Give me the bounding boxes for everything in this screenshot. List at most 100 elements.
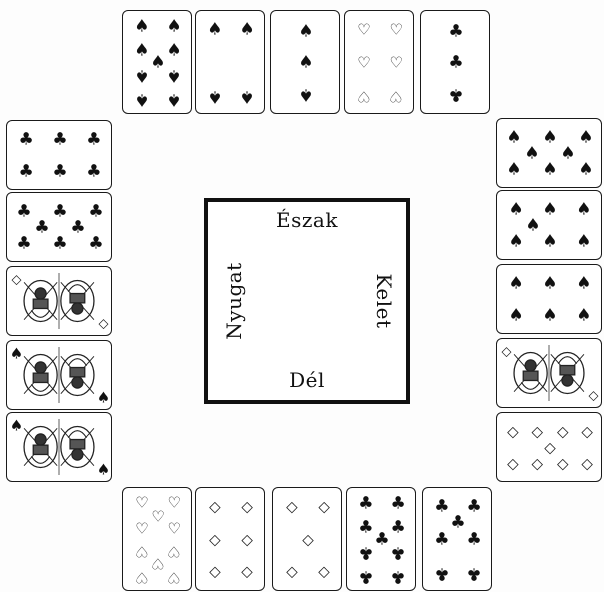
clubs-icon: ♣ [358,544,373,561]
spades-icon: ♠ [298,55,313,72]
spades-icon: ♠ [576,275,591,292]
diamonds-icon: ◇ [12,273,22,286]
diamonds-icon: ◇ [241,499,253,514]
west-card-3[interactable]: ◇◇ [6,266,112,336]
clubs-icon: ♣ [390,544,405,561]
diamonds-icon: ◇ [286,499,298,514]
clubs-icon: ♣ [390,519,405,536]
clubs-icon: ♣ [86,164,101,181]
clubs-icon: ♣ [448,86,463,103]
diamonds-icon: ◇ [209,533,221,548]
court-card-figure [13,419,105,475]
spades-icon: ♠ [150,55,165,72]
south-card-1[interactable]: ♡♡♡♡♡♡♡♡♡♡ [122,487,192,591]
north-card-4[interactable]: ♡♡♡♡♡♡ [344,10,414,114]
hearts-icon: ♡ [389,56,402,71]
south-card-4[interactable]: ♣♣♣♣♣♣♣♣♣ [346,487,416,591]
spades-icon: ♠ [508,201,523,218]
diamonds-icon: ◇ [286,566,298,581]
west-card-1[interactable]: ♣♣♣♣♣♣ [6,120,112,190]
clubs-icon: ♣ [374,532,389,549]
spades-icon: ♠ [506,162,521,179]
diamonds-icon: ◇ [507,424,519,439]
spades-icon: ♠ [506,129,521,146]
spades-icon: ♠ [97,391,110,406]
clubs-icon: ♣ [466,498,481,515]
diamonds-icon: ◇ [507,457,519,472]
direction-north-label: Észak [208,208,406,232]
north-card-1[interactable]: ♠♠♠♠♠♠♠♠♠ [122,10,192,114]
spades-icon: ♠ [576,308,591,325]
east-card-3[interactable]: ♠♠♠♠♠♠ [496,264,602,334]
diamonds-icon: ◇ [581,457,593,472]
south-card-3[interactable]: ◇◇◇◇◇ [272,487,342,591]
clubs-icon: ♣ [390,568,405,585]
diamonds-icon: ◇ [241,566,253,581]
clubs-icon: ♣ [16,236,31,253]
spades-icon: ♠ [10,346,23,361]
diamonds-icon: ◇ [581,424,593,439]
diamonds-icon: ◇ [98,318,108,331]
spades-icon: ♠ [298,23,313,40]
north-card-3[interactable]: ♠ ♠ ♠ [270,10,340,114]
spades-icon: ♠ [542,201,557,218]
spades-icon: ♠ [542,275,557,292]
hearts-icon: ♡ [167,570,180,585]
spades-icon: ♠ [578,129,593,146]
hearts-icon: ♡ [389,89,402,104]
hearts-icon: ♡ [357,89,370,104]
spades-icon: ♠ [542,234,557,251]
spades-icon: ♠ [97,463,110,478]
hearts-icon: ♡ [151,555,164,570]
spades-icon: ♠ [542,129,557,146]
court-card-figure [13,273,105,329]
west-card-5[interactable]: ♠♠ [6,412,112,482]
spades-icon: ♠ [542,162,557,179]
diamonds-icon: ◇ [302,533,314,548]
east-card-2[interactable]: ♠♠♠♠♠♠♠ [496,190,602,260]
north-card-2[interactable]: ♠♠♠♠ [195,10,265,114]
spades-icon: ♠ [134,67,149,84]
east-card-5[interactable]: ◇◇◇◇◇◇◇◇◇ [496,412,602,482]
hearts-icon: ♡ [357,56,370,71]
hearts-icon: ♡ [167,544,180,559]
west-card-4[interactable]: ♠♠ [6,340,112,410]
spades-icon: ♠ [207,21,222,38]
west-card-2[interactable]: ♣♣♣♣♣♣♣♣ [6,192,112,262]
diamonds-icon: ◇ [531,424,543,439]
east-card-4[interactable]: ◇◇ [496,338,602,408]
east-card-1[interactable]: ♠♠♠♠♠♠♠♠ [496,118,602,188]
clubs-icon: ♣ [434,532,449,549]
diamonds-icon: ◇ [588,390,598,403]
spades-icon: ♠ [166,91,181,108]
spades-icon: ♠ [576,234,591,251]
diamonds-icon: ◇ [531,457,543,472]
spades-icon: ♠ [134,91,149,108]
clubs-icon: ♣ [434,565,449,582]
hearts-icon: ♡ [135,495,148,510]
clubs-icon: ♣ [88,203,103,220]
clubs-icon: ♣ [390,495,405,512]
spades-icon: ♠ [578,162,593,179]
spades-icon: ♠ [542,308,557,325]
clubs-icon: ♣ [52,203,67,220]
spades-icon: ♠ [10,418,23,433]
clubs-icon: ♣ [448,55,463,72]
clubs-icon: ♣ [358,519,373,536]
north-card-5[interactable]: ♣♣♣ [420,10,490,114]
court-card-figure [13,347,105,403]
clubs-icon: ♣ [16,203,31,220]
south-card-2[interactable]: ◇◇◇◇◇◇ [195,487,265,591]
clubs-icon: ♣ [86,131,101,148]
hearts-icon: ♡ [357,22,370,37]
clubs-icon: ♣ [34,220,49,237]
spades-icon: ♠ [298,86,313,103]
clubs-icon: ♣ [358,495,373,512]
diamonds-icon: ◇ [502,345,512,358]
clubs-icon: ♣ [18,164,33,181]
hearts-icon: ♡ [135,521,148,536]
spades-icon: ♠ [508,275,523,292]
south-card-5[interactable]: ♣♣♣♣♣♣♣ [422,487,492,591]
diamonds-icon: ◇ [318,499,330,514]
